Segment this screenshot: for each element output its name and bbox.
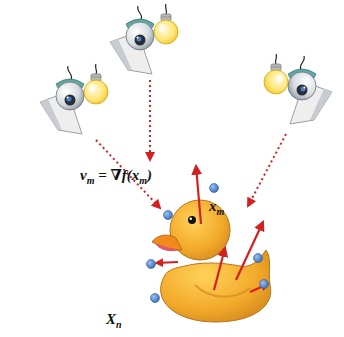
point-label: xm [209,199,224,217]
point-label: Xn [106,312,122,330]
projector-camera [40,64,108,134]
rubber-duck [152,200,271,322]
normal-vector [156,166,268,292]
projector-camera [110,4,178,74]
projector-camera [264,54,332,124]
feature-point [147,184,269,303]
projection-ray [96,80,286,208]
gradient-formula: vm = ∇f(xm) [80,168,152,186]
